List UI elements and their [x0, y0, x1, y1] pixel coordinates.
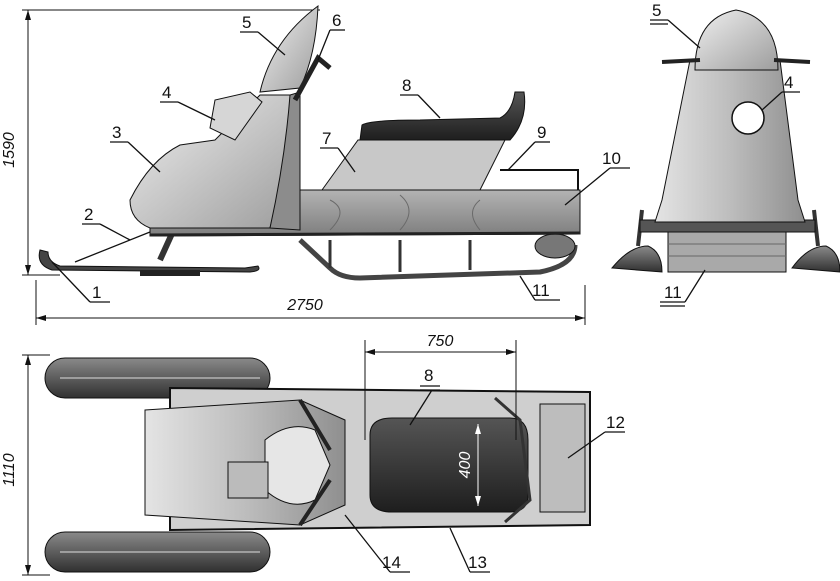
body-width-dimension: 400	[457, 424, 481, 506]
front-view: 5 4 11	[611, 1, 840, 307]
label-4: 4	[162, 83, 171, 102]
cowl-front	[654, 59, 806, 223]
side-view: 1590 2750	[1, 4, 630, 325]
top-labels: 8 12 13 14	[344, 366, 625, 573]
label-6: 6	[332, 11, 341, 30]
top-label-14: 14	[382, 553, 401, 572]
front-label-5: 5	[652, 1, 661, 20]
dash-panel	[209, 91, 263, 141]
top-label-12: 12	[606, 413, 625, 432]
top-label-13: 13	[468, 553, 487, 572]
engine-top	[227, 461, 269, 499]
body-length-text: 750	[427, 333, 454, 350]
length-dimension: 2750	[35, 280, 586, 325]
body-width-text: 400	[457, 452, 474, 479]
label-3: 3	[112, 123, 121, 142]
label-10: 10	[602, 149, 621, 168]
seat-top	[369, 417, 529, 513]
label-5: 5	[242, 13, 251, 32]
rear-wheel	[534, 233, 576, 259]
seat	[359, 91, 526, 141]
label-1: 1	[92, 283, 101, 302]
length-dimension-text: 2750	[286, 297, 323, 314]
handlebar-front	[661, 58, 811, 64]
width-dimension: 1110	[1, 354, 50, 576]
body-length-dimension: 750	[364, 333, 517, 440]
side-rail	[500, 169, 579, 190]
windshield-front	[694, 9, 779, 71]
front-label-4: 4	[784, 73, 793, 92]
label-8: 8	[402, 76, 411, 95]
left-ski-front	[611, 245, 663, 273]
rear-deck	[539, 403, 586, 513]
label-11: 11	[532, 281, 550, 300]
handlebar	[292, 54, 332, 102]
height-dimension-text: 1590	[1, 132, 18, 168]
label-9: 9	[537, 123, 546, 142]
front-labels: 5 4 11	[650, 1, 800, 307]
side-labels: 1 2 3 4 5 6 7 8 9 10 11	[51, 11, 630, 303]
height-dimension: 1590	[1, 9, 320, 276]
label-7: 7	[322, 129, 331, 148]
ski-runner	[140, 270, 200, 276]
headlight	[731, 101, 765, 135]
top-view: 1110 750 400	[1, 333, 625, 576]
width-dimension-text: 1110	[1, 453, 18, 486]
front-label-11: 11	[664, 283, 682, 302]
track-front	[667, 231, 787, 273]
right-ski-front	[791, 245, 840, 273]
front-ski	[38, 249, 260, 273]
top-label-8: 8	[424, 366, 433, 385]
windshield	[259, 4, 319, 93]
label-2: 2	[84, 205, 93, 224]
track-frame	[298, 238, 578, 281]
